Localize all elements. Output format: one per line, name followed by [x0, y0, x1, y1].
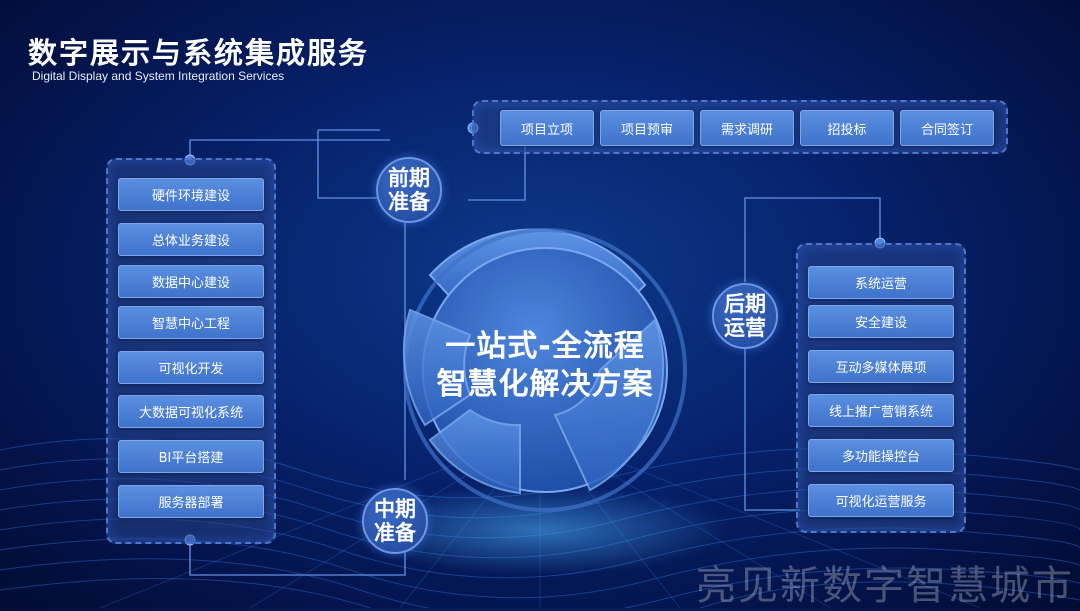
badge-early-line2: 准备	[388, 190, 430, 214]
right-item-4[interactable]: 线上推广营销系统	[808, 394, 954, 427]
right-item-2[interactable]: 安全建设	[808, 305, 954, 338]
badge-early-line1: 前期	[388, 166, 430, 190]
left-item-3[interactable]: 数据中心建设	[118, 265, 264, 298]
right-item-5[interactable]: 多功能操控台	[808, 439, 954, 472]
badge-late-phase[interactable]: 后期 运营	[712, 283, 778, 349]
badge-middle-phase[interactable]: 中期 准备	[362, 488, 428, 554]
top-item-requirement-research[interactable]: 需求调研	[700, 110, 794, 146]
top-item-bidding[interactable]: 招投标	[800, 110, 894, 146]
center-title-line1: 一站式-全流程	[445, 329, 645, 364]
left-item-1[interactable]: 硬件环境建设	[118, 178, 264, 211]
left-item-5[interactable]: 可视化开发	[118, 351, 264, 384]
left-item-4[interactable]: 智慧中心工程	[118, 306, 264, 339]
page-title: 数字展示与系统集成服务	[28, 36, 370, 70]
left-item-2[interactable]: 总体业务建设	[118, 223, 264, 256]
page-subtitle: Digital Display and System Integration S…	[32, 69, 285, 83]
center-disc	[402, 228, 687, 512]
badge-late-line1: 后期	[724, 292, 766, 316]
badge-late-line2: 运营	[724, 316, 766, 340]
top-item-contract-signing[interactable]: 合同签订	[900, 110, 994, 146]
right-item-1[interactable]: 系统运营	[808, 266, 954, 299]
top-item-project-prereview[interactable]: 项目预审	[600, 110, 694, 146]
right-item-6[interactable]: 可视化运营服务	[808, 484, 954, 517]
badge-middle-line1: 中期	[374, 497, 416, 521]
left-item-8[interactable]: 服务器部署	[118, 485, 264, 518]
center-title: 一站式-全流程 智慧化解决方案	[400, 328, 690, 404]
left-item-7[interactable]: BI平台搭建	[118, 440, 264, 473]
center-title-line2: 智慧化解决方案	[436, 367, 654, 402]
badge-middle-line2: 准备	[374, 521, 416, 545]
top-item-project-initiation[interactable]: 项目立项	[500, 110, 594, 146]
watermark-text: 亮见新数字智慧城市	[696, 563, 1074, 609]
left-item-6[interactable]: 大数据可视化系统	[118, 395, 264, 428]
badge-early-phase[interactable]: 前期 准备	[376, 157, 442, 223]
right-item-3[interactable]: 互动多媒体展项	[808, 350, 954, 383]
